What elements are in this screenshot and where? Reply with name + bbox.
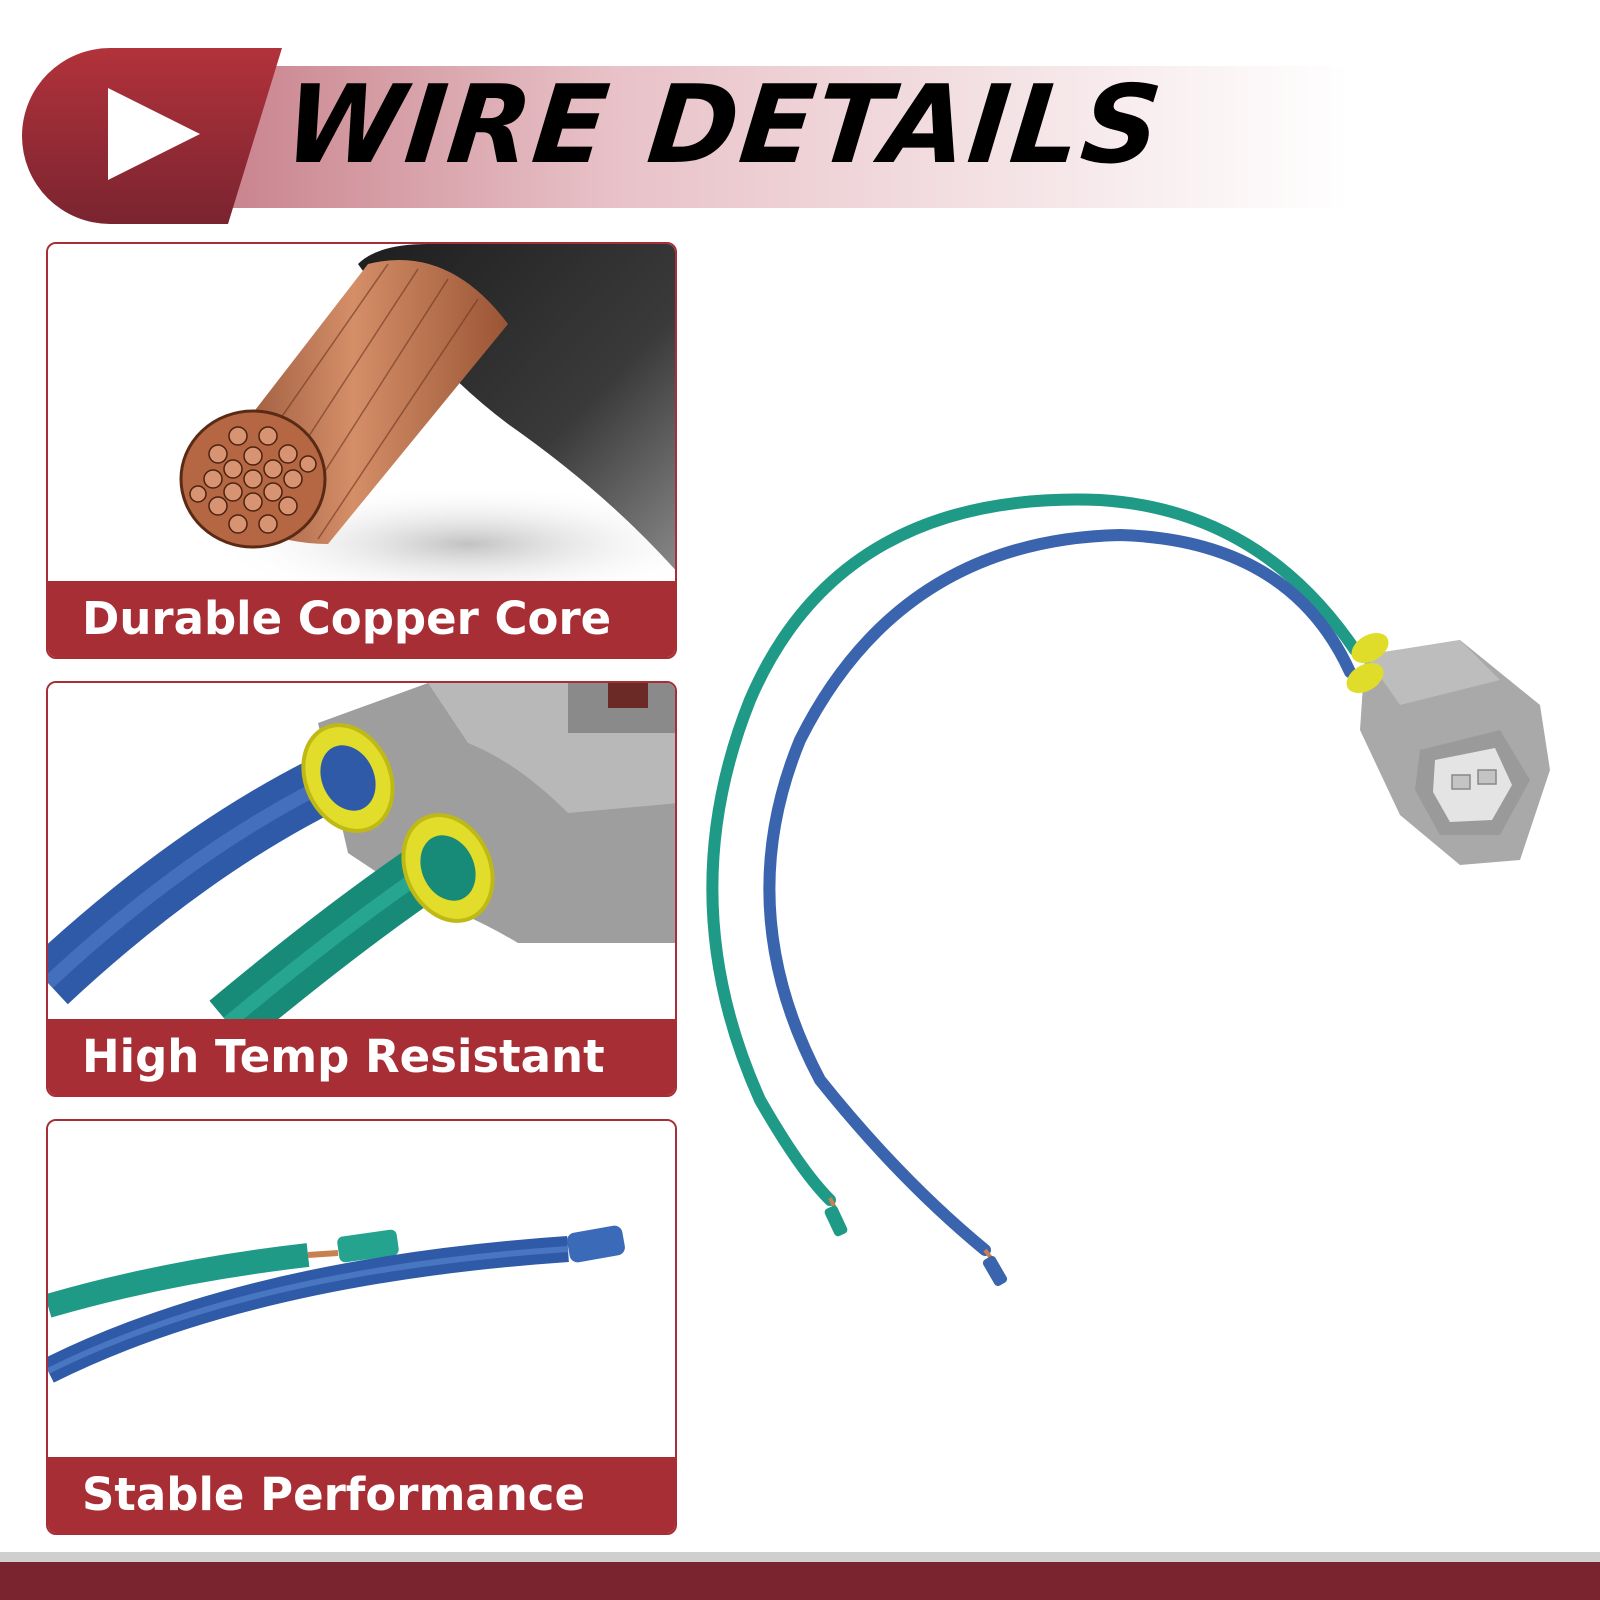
feature-caption-temp: High Temp Resistant [48,1019,675,1095]
yellow-seal [1351,632,1389,664]
feature-caption-stable: Stable Performance [48,1457,675,1533]
feature-caption-copper: Durable Copper Core [48,581,675,657]
footer-bar [0,1552,1600,1600]
wire-end-photo [48,1121,675,1461]
connector-housing [1346,632,1550,865]
yellow-seal [1346,662,1384,694]
feature-card-stable: Stable Performance [46,1119,677,1535]
green-wire-tip [824,1205,848,1237]
green-wire [706,493,1361,1206]
banner-stripe [220,66,1350,208]
feature-card-copper: Durable Copper Core [46,242,677,659]
product-connector-photo [706,493,1550,1287]
connector-seal-photo [48,683,675,1023]
page-title: WIRE DETAILS [278,63,1169,188]
blue-wire-tip [982,1255,1008,1287]
banner-graphic [22,48,1350,224]
header-banner: WIRE DETAILS [0,0,1600,240]
copper-core-photo [48,244,675,585]
feature-card-temp: High Temp Resistant [46,681,677,1097]
play-arrow-icon [108,88,200,180]
blue-wire [763,528,1356,1256]
